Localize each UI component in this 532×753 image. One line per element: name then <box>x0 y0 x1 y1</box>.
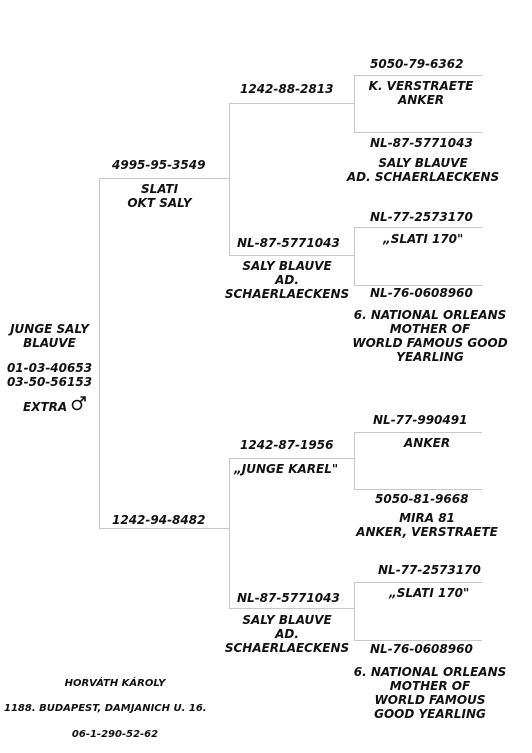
connector <box>229 608 354 609</box>
breeder-phone: 06-1-290-52-62 <box>71 729 159 740</box>
connector <box>229 458 354 459</box>
connector <box>354 432 482 433</box>
male-symbol-icon <box>71 395 87 414</box>
mm-ring: NL-87-5771043 <box>237 591 340 605</box>
connector <box>354 75 482 76</box>
fff-ring: 5050-79-6362 <box>370 57 464 71</box>
breeder-address: 1188. BUDAPEST, DAMJANICH U. 16. <box>4 703 207 714</box>
fmf-ring: NL-77-2573170 <box>370 210 473 224</box>
mfm-name-line2: ANKER, VERSTRAETE <box>356 525 498 539</box>
ffm-ring: NL-87-5771043 <box>370 136 473 150</box>
ffm-name-line1: SALY BLAUVE <box>378 156 468 170</box>
fmm-name: 6. NATIONAL ORLEANS MOTHER OF WORLD FAMO… <box>335 308 525 364</box>
fmm-name-line2: MOTHER OF <box>389 322 471 336</box>
mmm-ring: NL-76-0608960 <box>370 642 473 656</box>
fmm-name-line4: YEARLING <box>396 350 464 364</box>
connector <box>99 178 100 528</box>
connector <box>354 582 482 583</box>
fm-name-line3: SCHAERLAECKENS <box>224 287 350 301</box>
mff-name: ANKER <box>404 436 451 450</box>
connector <box>354 227 355 285</box>
connector <box>229 103 230 255</box>
mm-name-line2: AD. <box>275 627 299 641</box>
ffm-name-line2: AD. SCHAERLAECKENS <box>346 170 500 184</box>
mmm-name: 6. NATIONAL ORLEANS MOTHER OF WORLD FAMO… <box>335 665 525 721</box>
connector <box>354 432 355 489</box>
fm-name-line1: SALY BLAUVE <box>242 259 332 273</box>
mm-name-line3: SCHAERLAECKENS <box>224 641 350 655</box>
fm-ring: NL-87-5771043 <box>237 236 340 250</box>
connector <box>354 582 355 640</box>
mf-name: „JUNGE KAREL" <box>234 462 339 476</box>
subject-ring-1: 01-03-40653 <box>6 361 93 375</box>
mff-ring: NL-77-990491 <box>373 413 468 427</box>
mf-ring: 1242-87-1956 <box>240 438 334 452</box>
connector <box>354 227 482 228</box>
subject-name-line2: BLAUVE <box>23 336 76 350</box>
fmm-name-line1: 6. NATIONAL ORLEANS <box>353 308 507 322</box>
subject-note: EXTRA <box>23 395 87 414</box>
fmm-name-line3: WORLD FAMOUS GOOD <box>352 336 508 350</box>
subject-note-text: EXTRA <box>23 400 68 414</box>
breeder-name: HORVÁTH KÁROLY <box>64 678 166 689</box>
connector <box>354 489 482 490</box>
mmm-name-line4: GOOD YEARLING <box>374 707 486 721</box>
subject-name-line1: JUNGE SALY <box>10 322 89 336</box>
connector <box>99 528 229 529</box>
mmf-name: „SLATI 170" <box>389 586 470 600</box>
mm-name-line1: SALY BLAUVE <box>242 613 332 627</box>
father-name-line1: SLATI <box>140 182 179 196</box>
connector <box>354 640 482 641</box>
fmf-name: „SLATI 170" <box>383 232 464 246</box>
father-name-line2: OKT SALY <box>127 196 192 210</box>
mfm-name: MIRA 81 ANKER, VERSTRAETE <box>347 511 507 539</box>
connector <box>229 255 354 256</box>
father-ring: 4995-95-3549 <box>112 158 206 172</box>
ff-ring: 1242-88-2813 <box>240 82 334 96</box>
fm-name: SALY BLAUVE AD. SCHAERLAECKENS <box>222 259 352 301</box>
fff-name-line1: K. VERSTRAETE <box>368 79 474 93</box>
mother-ring: 1242-94-8482 <box>112 513 206 527</box>
father-name: SLATI OKT SALY <box>112 182 207 210</box>
mfm-name-line1: MIRA 81 <box>399 511 455 525</box>
subject-ring-2: 03-50-56153 <box>6 375 93 389</box>
fmm-ring: NL-76-0608960 <box>370 286 473 300</box>
mm-name: SALY BLAUVE AD. SCHAERLAECKENS <box>222 613 352 655</box>
connector <box>354 132 482 133</box>
connector <box>99 178 229 179</box>
fff-name-line2: ANKER <box>397 93 445 107</box>
subject-name: JUNGE SALY BLAUVE <box>0 322 99 350</box>
connector <box>354 285 482 286</box>
connector <box>229 458 230 608</box>
mfm-ring: 5050-81-9668 <box>375 492 469 506</box>
connector <box>354 75 355 132</box>
fff-name: K. VERSTRAETE ANKER <box>357 79 485 107</box>
mmm-name-line2: MOTHER OF <box>389 679 471 693</box>
fm-name-line2: AD. <box>275 273 299 287</box>
connector <box>229 103 354 104</box>
mmm-name-line3: WORLD FAMOUS <box>374 693 486 707</box>
mmf-ring: NL-77-2573170 <box>378 563 481 577</box>
mmm-name-line1: 6. NATIONAL ORLEANS <box>353 665 507 679</box>
ffm-name: SALY BLAUVE AD. SCHAERLAECKENS <box>332 156 514 184</box>
subject-rings: 01-03-40653 03-50-56153 <box>0 361 99 389</box>
